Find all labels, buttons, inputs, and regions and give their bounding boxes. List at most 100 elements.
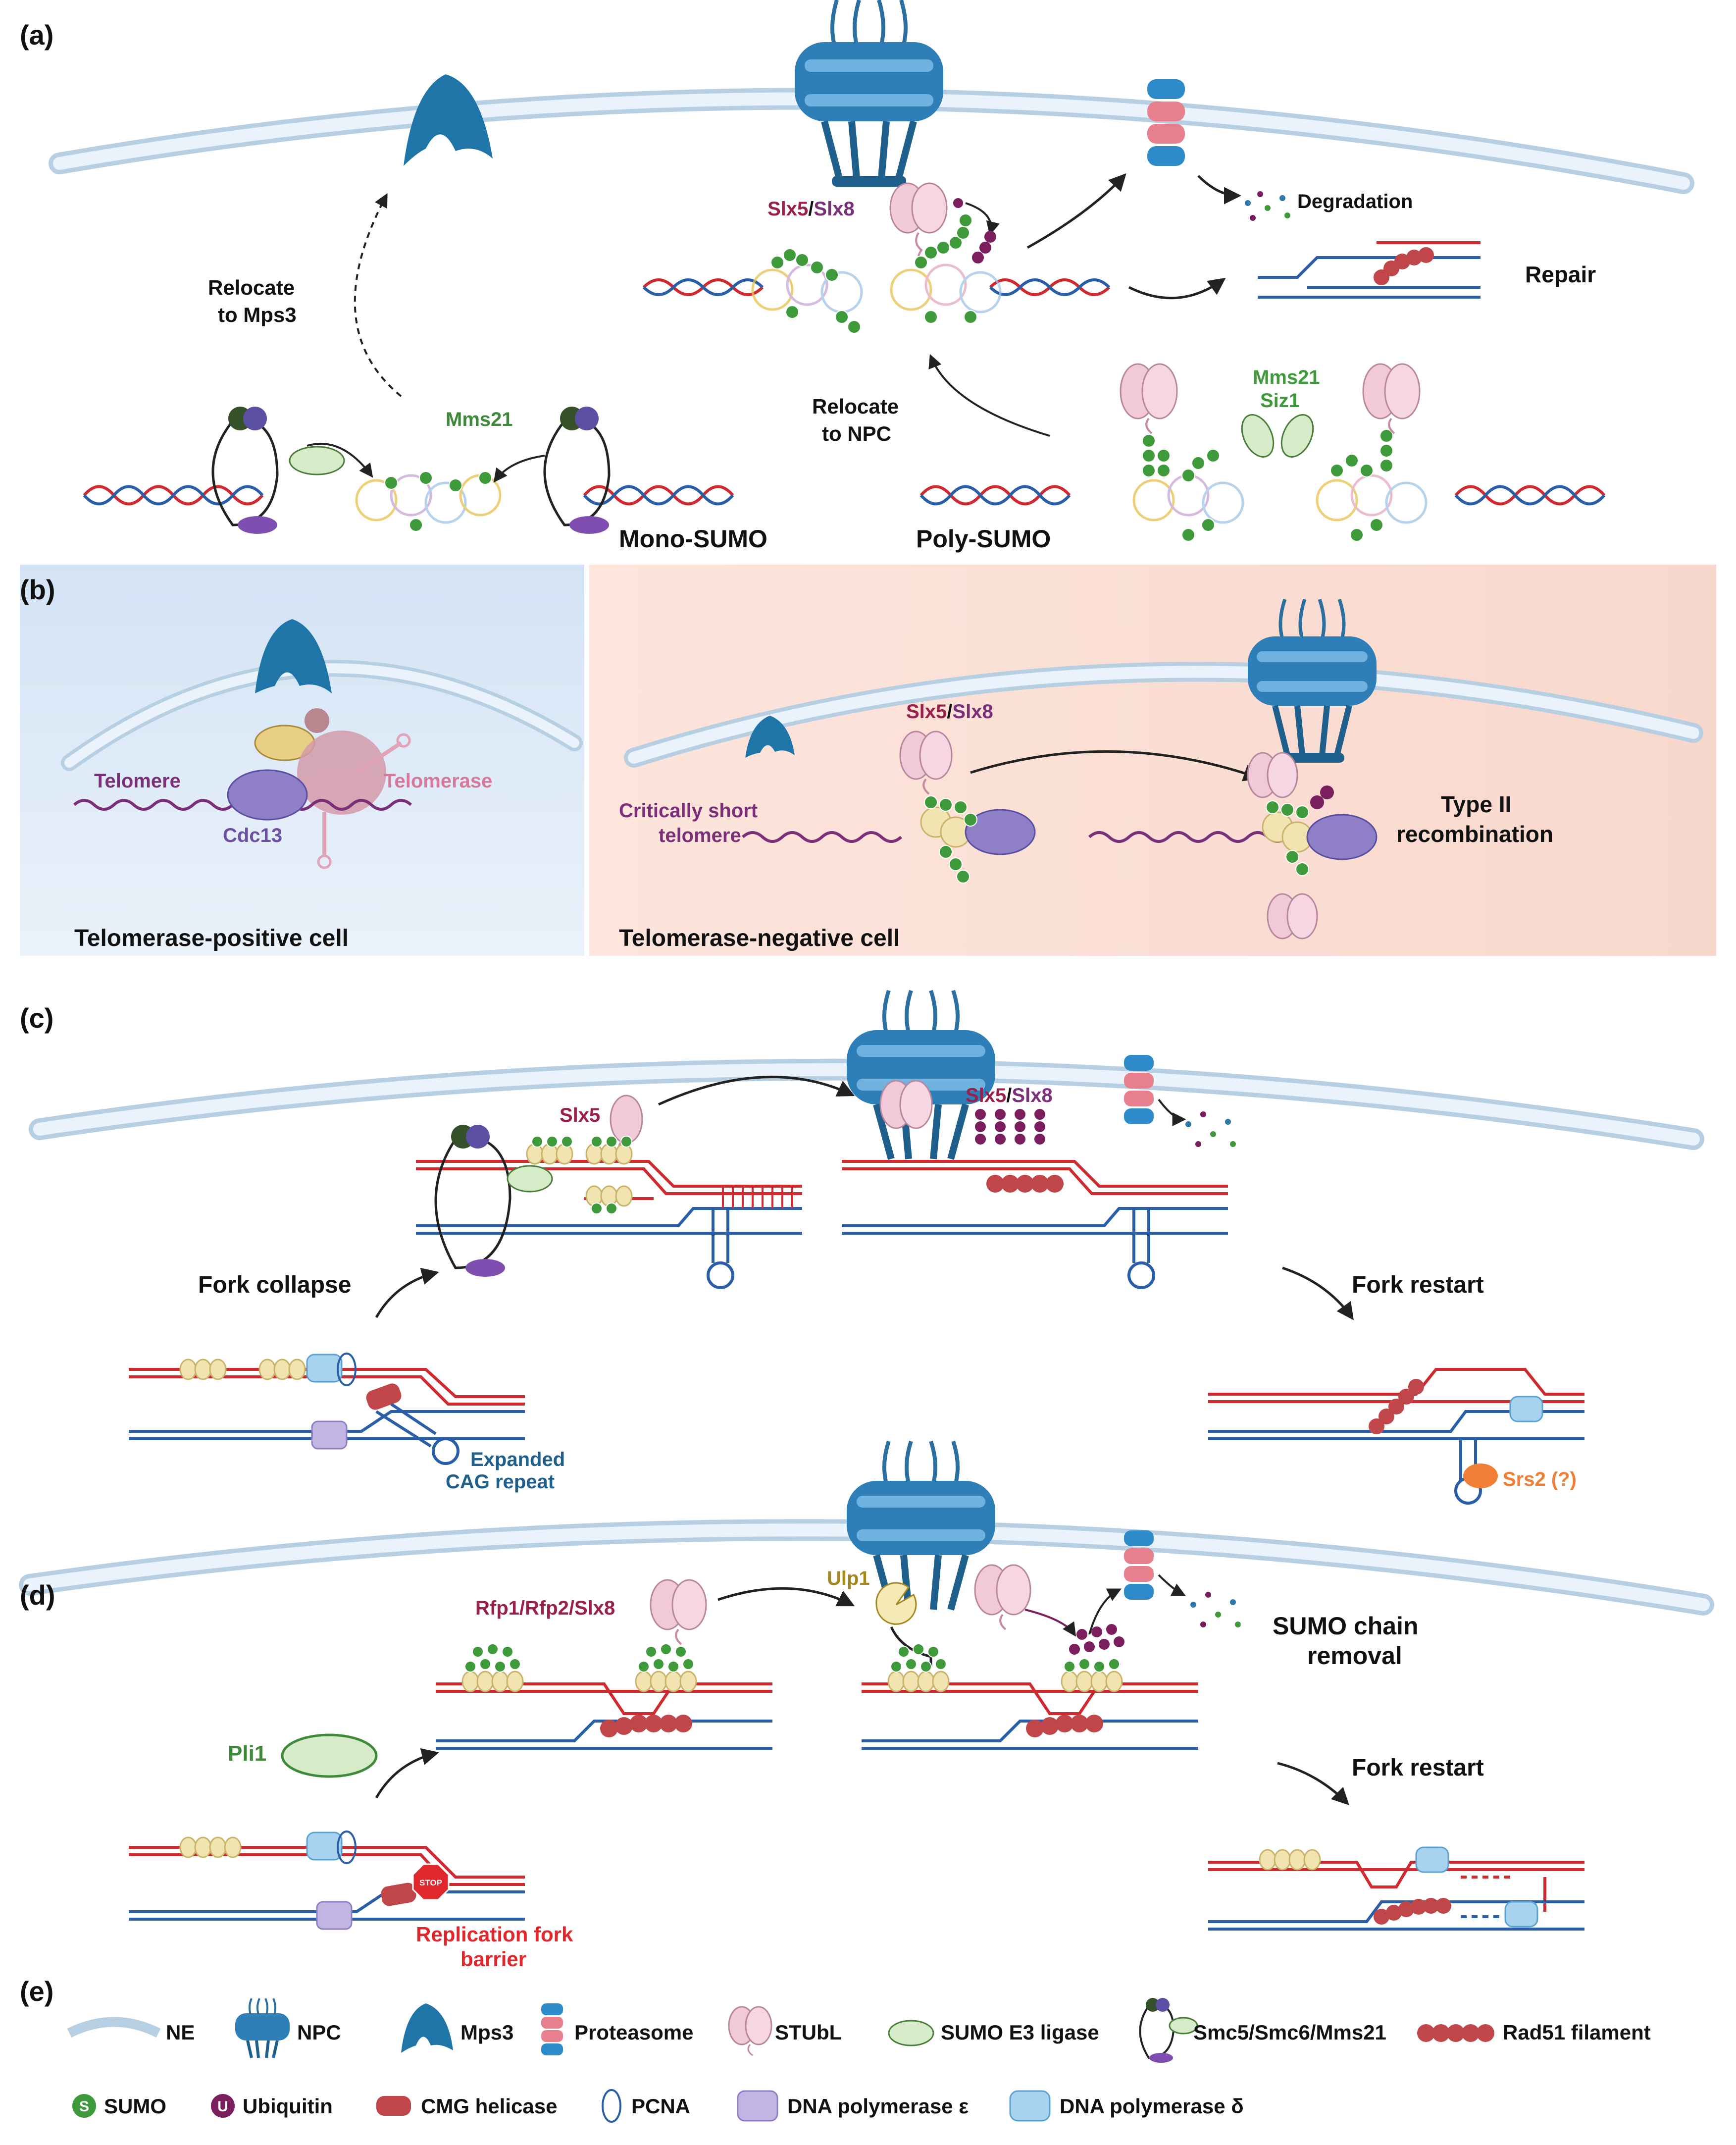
legend-ne: NE (166, 2021, 195, 2044)
stubl-icon-c2 (879, 1080, 933, 1129)
rad51-filament-c (986, 1175, 1064, 1193)
telomerase-positive-label: Telomerase-positive cell (74, 925, 349, 951)
ne-icon (67, 2017, 161, 2038)
degradation-label: Degradation (1297, 191, 1413, 212)
panel-label-b: (b) (20, 574, 55, 605)
smc5-smc6-right (543, 407, 611, 534)
sumo-b1 (924, 795, 977, 884)
sumo-d-right (890, 1643, 1120, 1673)
telomere-dna-b-short (741, 831, 903, 843)
sumo-poly (1142, 429, 1393, 542)
pcna-c-left (526, 1143, 633, 1207)
ubiquitin-chain-a (972, 231, 996, 263)
mps3-icon-b-right (745, 716, 795, 758)
arrow-d-ubiquitin (1024, 1609, 1076, 1637)
sumo-b2 (1266, 800, 1309, 876)
cdc13-ellipse-b (227, 769, 308, 821)
legend-row-1: NE NPC Mps3 Proteasome STUbL SUMO E3 lig… (67, 1998, 1651, 2063)
pol-delta-c (306, 1354, 343, 1383)
mms21-siz1-line2: Siz1 (1260, 390, 1300, 412)
ubiquitin-icon (211, 2094, 235, 2118)
arrow-fork-restart-c (1282, 1266, 1354, 1320)
stubl-poly-left (1120, 363, 1178, 434)
rfb-line2: barrier (460, 1947, 526, 1971)
npc-icon-b (1248, 598, 1377, 763)
mms21-siz1-line1: Mms21 (1253, 366, 1320, 388)
pcna-ring-c (337, 1353, 357, 1386)
pol-epsilon-c (311, 1420, 348, 1450)
repair-diagram (1258, 241, 1481, 299)
telomere-dna-b-npc (1088, 831, 1289, 843)
ubiquitin-d-right (1069, 1624, 1124, 1655)
mms21-ellipse-a (289, 446, 345, 475)
rfp-label: Rfp1/Rfp2/Slx8 (475, 1597, 615, 1619)
pol-delta-d3 (1504, 1901, 1538, 1928)
pcna-icon (602, 2089, 621, 2123)
sumo-c-left (531, 1136, 632, 1214)
dna-poly-sumo (919, 485, 1606, 506)
proteasome-icon (1147, 79, 1185, 166)
arrow-to-repair (1128, 277, 1226, 300)
stubl-icon-b2 (1247, 752, 1298, 798)
stop-sign-icon: STOP (412, 1863, 450, 1901)
relocate-npc-line2: to NPC (822, 422, 891, 445)
poly-sumo-label: Poly-SUMO (916, 525, 1051, 553)
pcna-d-bottom (179, 1836, 242, 1858)
fork-d-left (436, 1682, 772, 1750)
arrow-relocate-mps3 (354, 193, 402, 397)
slx5-label-c: Slx5 (560, 1104, 600, 1126)
legend-pcna: PCNA (631, 2094, 690, 2118)
nucleosome-cluster-poly (1132, 474, 1428, 524)
nucleosome-cluster-mono (355, 474, 502, 524)
mono-sumo-label: Mono-SUMO (619, 525, 767, 553)
ubiquitin-small-a (953, 198, 963, 208)
stubl-poly-right (1362, 363, 1421, 434)
legend-npc: NPC (297, 2021, 341, 2044)
legend-cmg: CMG helicase (421, 2094, 557, 2118)
slx5-slx8-label-a: Slx5/Slx8 (767, 198, 855, 220)
telomerase-complex-b (254, 708, 411, 869)
arrow-b-to-npc (970, 750, 1261, 782)
rad51-filament-d-right (1026, 1715, 1103, 1737)
collapsed-fork-right (842, 1160, 1228, 1235)
fork-d-right (862, 1682, 1198, 1750)
legend-rad51: Rad51 filament (1503, 2021, 1651, 2044)
legend-pol-epsilon: DNA polymerase ε (787, 2094, 969, 2118)
ubiquitin-icon-glyph: U (217, 2098, 228, 2115)
pcna-ring-d (337, 1831, 357, 1864)
arrow-to-degradation (1197, 175, 1241, 205)
panel-label-c: (c) (20, 1002, 53, 1034)
npc-icon (235, 1998, 290, 2058)
telomerase-negative-label: Telomerase-negative cell (619, 925, 900, 951)
rad51-filament-d-left (600, 1715, 692, 1737)
type-ii-line2: recombination (1396, 821, 1553, 847)
legend-stubl: STUbL (775, 2021, 842, 2044)
sumo-e3-ligase-icon (888, 2020, 934, 2046)
npc-icon (795, 0, 943, 187)
cag-hairpin (375, 1403, 460, 1465)
arrow-d-to-proteasome (1088, 1588, 1122, 1635)
pol-delta-c2 (1509, 1396, 1543, 1422)
srs2-ellipse (1463, 1464, 1498, 1488)
arrow-to-proteasome (1026, 173, 1126, 249)
legend-smc: Smc5/Smc6/Mms21 (1193, 2021, 1386, 2044)
e3-ligase-poly-1 (1241, 414, 1275, 458)
fork-restart-label-c: Fork restart (1352, 1272, 1484, 1298)
proteasome-icon-c (1124, 1055, 1154, 1124)
telomerase-label: Telomerase (384, 770, 492, 792)
sumo-icon (72, 2094, 96, 2118)
arrow-c-degradation (1158, 1099, 1186, 1126)
mps3-icon-b-left (255, 619, 332, 693)
mps3-icon (404, 74, 493, 166)
expanded-line2: CAG repeat (446, 1471, 555, 1493)
panel-b-right-bg (589, 565, 1716, 956)
panel-label-e: (e) (20, 1976, 53, 2007)
ulp1-pacman (875, 1582, 917, 1625)
arrow-ubiquitin-transfer (965, 202, 1000, 236)
arrow-c-to-npc (658, 1075, 855, 1106)
dna-mono-sumo (83, 485, 734, 506)
e3-ligase-poly-2 (1280, 414, 1314, 458)
legend-sumo: SUMO (104, 2094, 166, 2118)
npc-icon-c (847, 990, 995, 1160)
